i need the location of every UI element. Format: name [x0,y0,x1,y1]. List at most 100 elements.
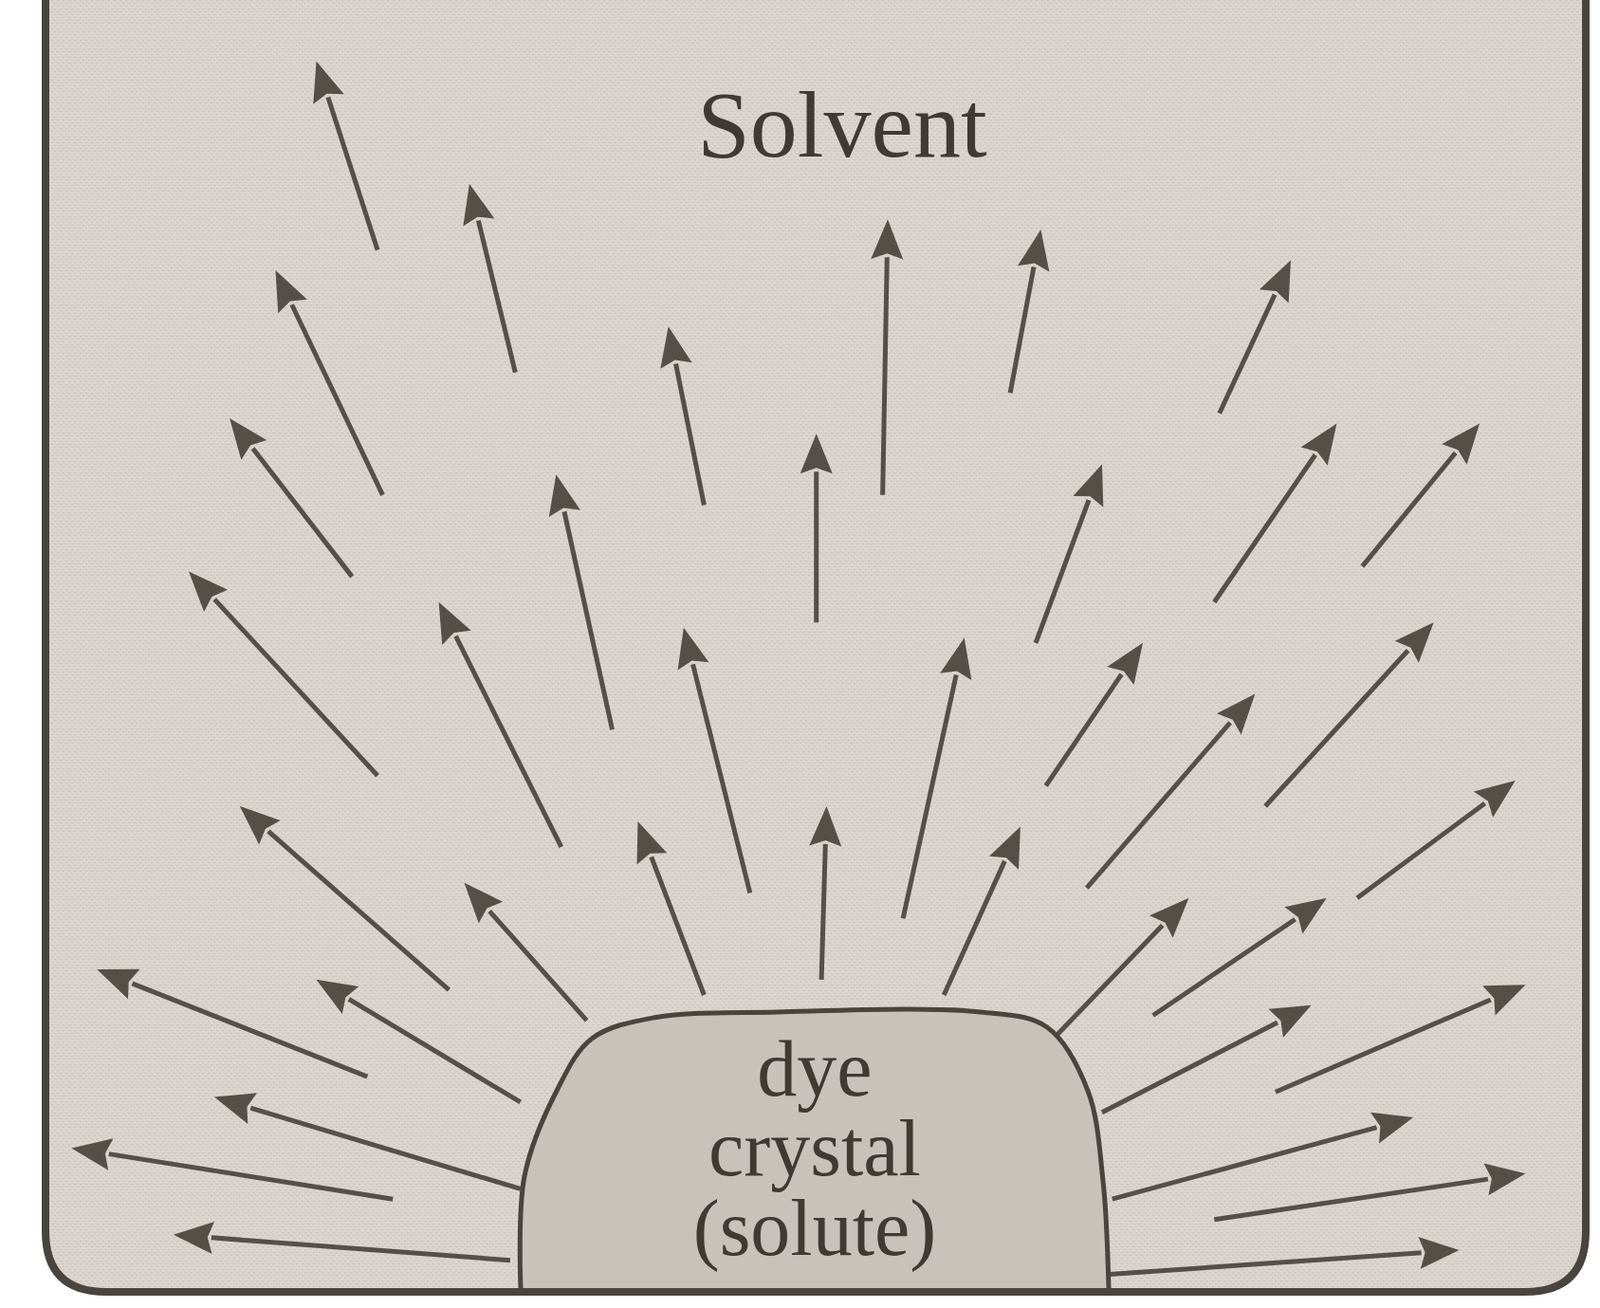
arrow-head [1301,422,1338,465]
arrow-shaft [1357,803,1486,899]
arrow-head [188,571,228,612]
arrow-shaft [902,675,957,920]
crystal-label: dye crystal (solute) [662,1029,967,1269]
diffusion-arrow [943,826,1021,995]
region-label: Solvent [652,77,1032,173]
arrow-head [1106,643,1143,685]
diffusion-arrow [1046,643,1143,787]
arrow-head [71,1138,113,1171]
diffusion-arrow [71,1138,393,1199]
diffusion-arrow [1102,1005,1312,1113]
arrow-shaft [349,998,521,1103]
arrow-head [1395,622,1435,663]
diffusion-arrow [800,433,833,623]
arrow-head [1149,898,1189,938]
arrow-shaft [1046,674,1122,787]
beaker-wall [45,0,1586,1292]
diffusion-arrow [275,270,383,496]
arrow-head [312,61,344,105]
arrow-head [809,806,842,846]
arrow-head [1417,1236,1459,1269]
diffusion-arrow [1091,1236,1459,1276]
arrow-head [989,826,1021,869]
diffusion-arrow [1219,259,1291,413]
arrow-head [1072,464,1104,508]
arrow-shaft [489,911,588,1021]
dye-crystal: dye crystal (solute) [520,1000,1109,1288]
arrow-head [96,969,140,1000]
arrow-head [1284,898,1326,935]
arrow-head [870,219,903,259]
diffusion-arrow [439,602,562,847]
arrow-shaft [478,220,515,373]
diffusion-arrow [316,979,521,1103]
diffusion-arrow [462,183,515,373]
arrow-shaft [214,599,378,776]
arrow-head [637,821,668,865]
arrow-shaft [1361,452,1455,567]
arrow-shaft [1275,999,1491,1092]
arrow-shaft [109,1154,393,1200]
arrow-head [239,806,281,845]
arrow-head [462,183,495,227]
arrow-shaft [1112,1127,1378,1200]
arrow-head [214,1092,258,1124]
diffusion-arrow [809,806,842,980]
diffusion-arrow [1213,422,1337,602]
arrow-shaft [1153,919,1296,1015]
arrow-head [1483,1163,1526,1196]
arrow-head [173,1221,215,1254]
crystal-edge [519,1009,1109,1288]
arrow-head [1268,1005,1311,1038]
diffusion-arrow [1275,984,1527,1092]
arrow-shaft [1213,454,1315,602]
arrow-head [1473,780,1516,818]
arrow-shaft [1102,1022,1278,1113]
arrow-shaft [882,257,888,495]
arrow-shaft [1213,1178,1489,1220]
arrow-head [549,474,581,517]
diffusion-arrow [549,474,613,730]
arrow-head [275,270,307,313]
arrow-shaft [211,1237,511,1261]
diffusion-arrow [1086,694,1256,888]
arrow-shaft [268,830,450,990]
diffusion-arrow [1265,622,1435,807]
arrow-head [1370,1112,1414,1144]
diffusion-arrow [660,326,704,505]
arrow-shaft [651,856,705,995]
arrow-head [439,602,472,645]
diffusion-arrow [239,806,450,991]
arrow-shaft [1086,722,1231,888]
diffusion-arrow [1010,229,1049,393]
arrow-shaft [564,511,613,730]
arrow-shaft [292,304,384,496]
arrow-shaft [456,636,562,847]
diffusion-arrow [1213,1163,1526,1220]
arrow-head [316,979,360,1014]
arrow-head [660,326,692,369]
diffusion-arrow [1153,898,1327,1016]
beaker-fill [45,0,1586,1292]
arrow-head [1017,229,1049,272]
arrow-shaft [1056,925,1163,1036]
arrow-shaft [1010,266,1034,393]
diffusion-arrow [1056,898,1190,1036]
arrow-shaft [1035,499,1089,644]
arrow-shaft [1091,1252,1421,1276]
arrow-head [1216,694,1255,736]
diffusion-arrow [1357,780,1516,899]
arrow-head [1259,259,1291,303]
arrow-shaft [253,448,353,577]
arrow-head [1482,984,1526,1015]
arrow-shaft [676,364,705,506]
arrow-head [1441,422,1480,464]
diffusion-arrow [1361,422,1480,567]
arrow-shaft [821,844,826,980]
diffusion-arrow [902,637,972,919]
arrow-shaft [328,97,378,251]
arrow-shaft [943,861,1005,995]
text-holder: Solvent [652,77,1032,173]
